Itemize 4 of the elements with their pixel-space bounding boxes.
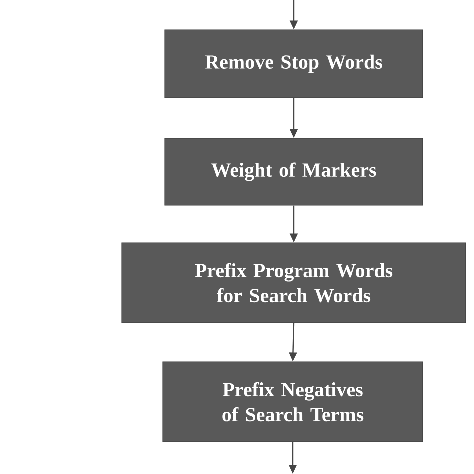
process-box: Remove Stop Words bbox=[164, 30, 424, 98]
process-box: Weight of Markers bbox=[164, 138, 424, 206]
process-box: Prefix Negatives of Search Terms bbox=[162, 362, 424, 442]
process-box: Prefix Program Words for Search Words bbox=[122, 242, 466, 324]
